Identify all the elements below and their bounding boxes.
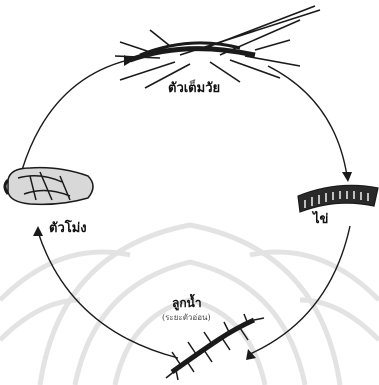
arrowhead-pupa bbox=[33, 226, 43, 236]
stage-label-adult: ตัวเต็มวัย bbox=[168, 78, 220, 96]
stage-label-pupa: ตัวโม่ง bbox=[49, 219, 87, 236]
arrow-pupa-to-adult bbox=[22, 60, 128, 170]
stage-label-larva: ลูกน้ำ bbox=[172, 293, 202, 311]
mosquito-adult-icon bbox=[115, 6, 320, 88]
stage-label-egg: ไข่ bbox=[311, 210, 328, 227]
stage-sublabel-larva: (ระยะตัวอ่อน) bbox=[162, 313, 211, 322]
pupa-icon bbox=[5, 168, 93, 205]
arrowhead-egg bbox=[342, 172, 352, 182]
egg-raft-icon bbox=[298, 185, 378, 212]
arrow-adult-to-egg bbox=[268, 66, 347, 176]
